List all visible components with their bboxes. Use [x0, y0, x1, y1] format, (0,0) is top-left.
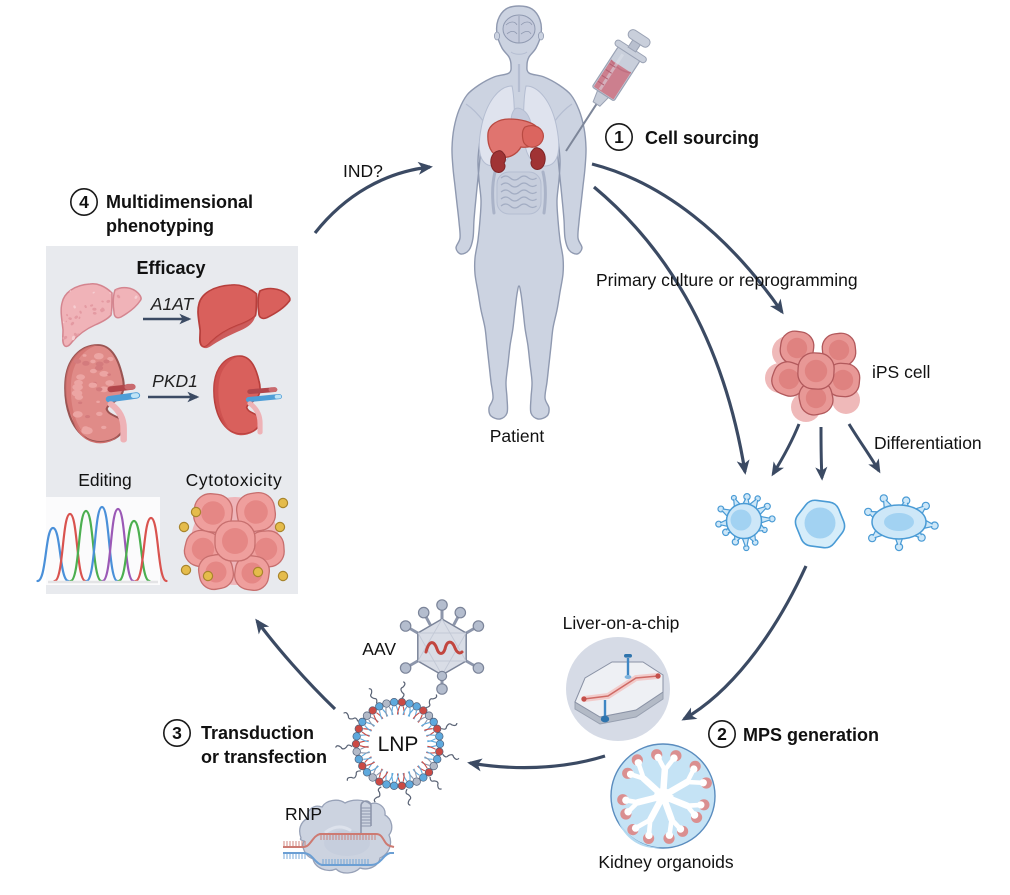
svg-text:PKD1: PKD1: [152, 371, 198, 391]
svg-text:Kidney organoids: Kidney organoids: [598, 852, 733, 872]
svg-text:IND?: IND?: [343, 161, 383, 181]
svg-text:Patient: Patient: [490, 426, 545, 446]
svg-text:Multidimensional: Multidimensional: [106, 192, 253, 212]
svg-text:RNP: RNP: [285, 804, 322, 824]
svg-text:Editing: Editing: [78, 470, 132, 490]
svg-text:Cell sourcing: Cell sourcing: [645, 128, 759, 148]
svg-text:1: 1: [614, 127, 624, 147]
svg-text:iPS cell: iPS cell: [872, 362, 930, 382]
svg-text:Cytotoxicity: Cytotoxicity: [186, 470, 283, 490]
svg-text:LNP: LNP: [378, 733, 419, 756]
svg-text:Liver-on-a-chip: Liver-on-a-chip: [563, 613, 680, 633]
svg-text:phenotyping: phenotyping: [106, 216, 214, 236]
svg-text:3: 3: [172, 723, 182, 743]
svg-text:Differentiation: Differentiation: [874, 433, 982, 453]
svg-text:Primary culture or reprogrammi: Primary culture or reprogramming: [596, 270, 858, 290]
svg-text:AAV: AAV: [362, 639, 396, 659]
svg-text:MPS generation: MPS generation: [743, 725, 879, 745]
svg-text:4: 4: [79, 192, 89, 212]
svg-text:A1AT: A1AT: [150, 294, 195, 314]
svg-text:or transfection: or transfection: [201, 747, 327, 767]
svg-text:Transduction: Transduction: [201, 723, 314, 743]
svg-text:Efficacy: Efficacy: [136, 258, 205, 278]
svg-text:2: 2: [717, 724, 727, 744]
